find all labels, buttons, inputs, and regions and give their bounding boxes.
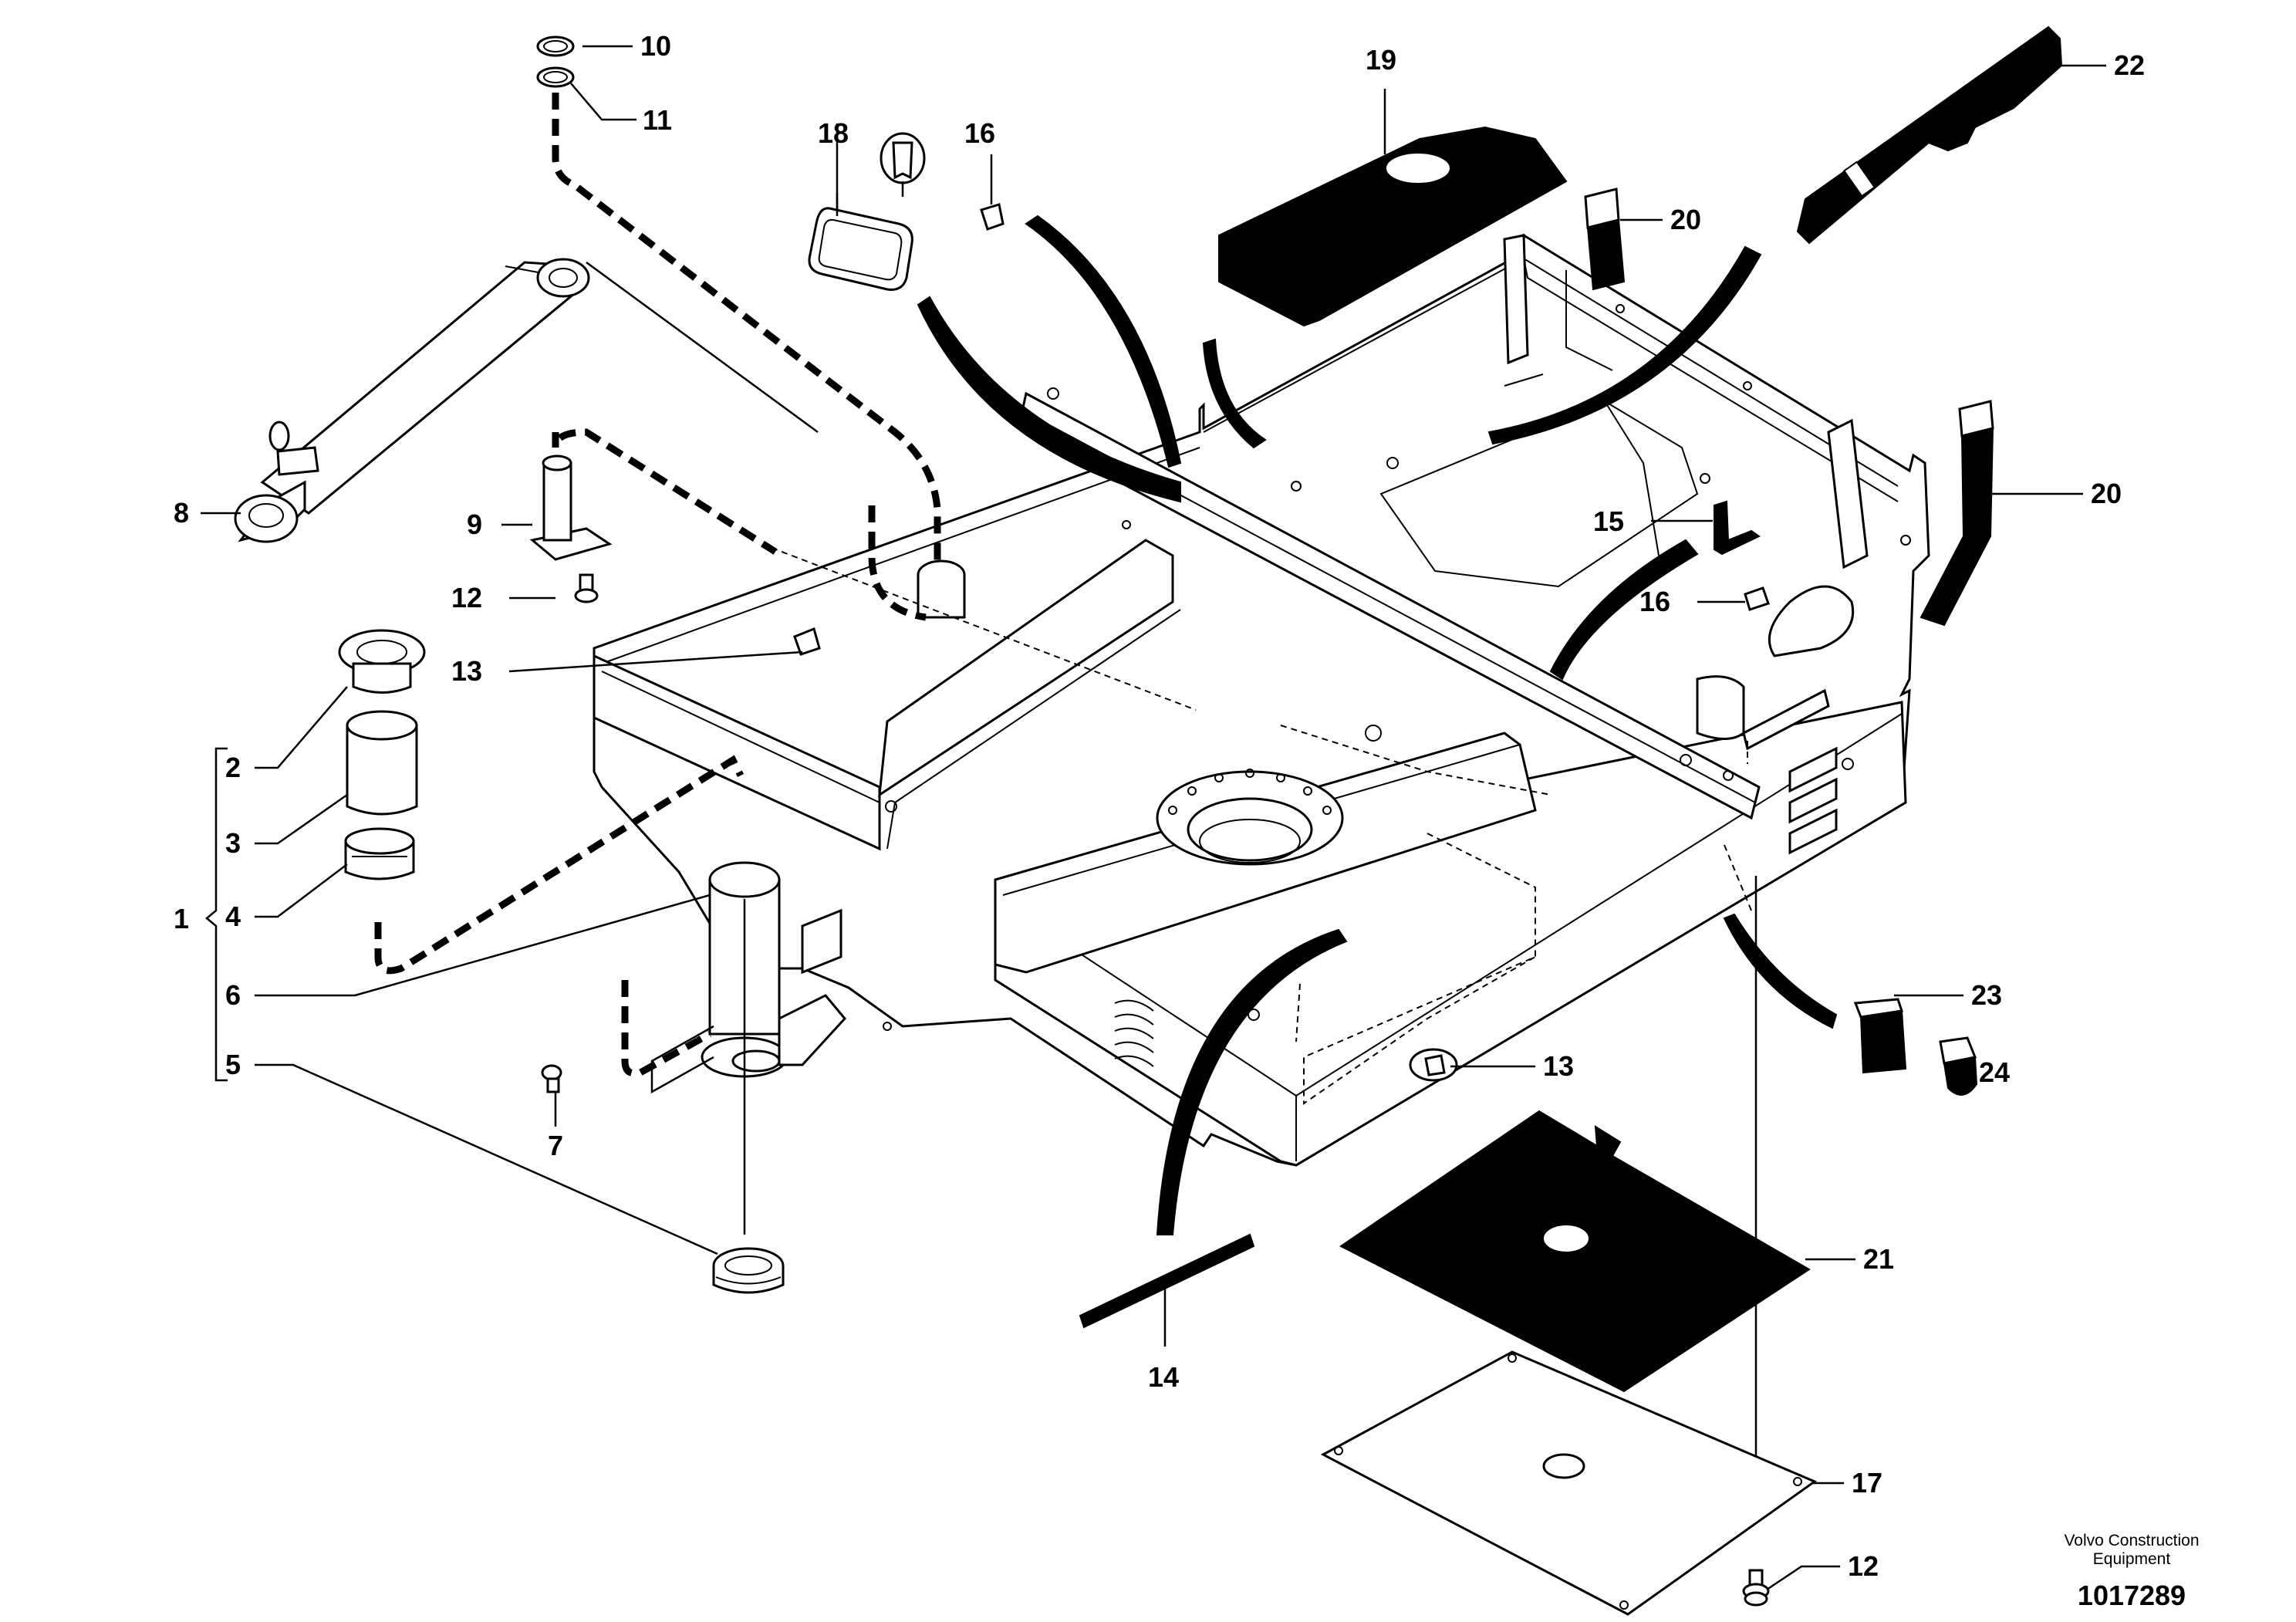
part-20-block-right (1920, 400, 1994, 627)
callout-21: 21 (1863, 1243, 1894, 1275)
vent-grille (1114, 999, 1154, 1067)
part-2-bushing (338, 629, 426, 694)
callout-23: 23 (1971, 979, 2002, 1011)
ring-bolt-holes (1168, 769, 1332, 815)
callout-2: 2 (225, 752, 241, 783)
credit-line-1: Volvo Construction (2064, 1532, 2199, 1549)
callout-22: 22 (2114, 49, 2145, 81)
callout-16-right: 16 (1639, 586, 1670, 617)
callout-11: 11 (643, 104, 672, 136)
callout-leaders (201, 45, 2106, 1591)
part-22-pad (1796, 25, 2063, 245)
callout-6: 6 (225, 979, 241, 1011)
callout-9: 9 (467, 509, 482, 540)
part-16-clip-right (1744, 586, 1770, 611)
part-12-bolt-lower (1742, 1569, 1770, 1607)
part-4-bushing (344, 827, 415, 880)
part-14-strip (1079, 1233, 1255, 1329)
callout-13-left: 13 (451, 655, 482, 687)
callout-labels: 10 11 18 16 19 22 20 20 15 16 8 9 12 13 … (174, 30, 2145, 1582)
callout-18: 18 (818, 117, 849, 149)
callout-10: 10 (640, 30, 671, 62)
part-8-swing-cylinder (234, 258, 590, 543)
credit-line-2: Equipment (2093, 1550, 2171, 1568)
callout-24: 24 (1979, 1056, 2010, 1088)
callout-20-upper: 20 (1670, 204, 1701, 235)
callout-12-upper: 12 (451, 582, 482, 613)
callout-15: 15 (1593, 505, 1624, 537)
part-10-11-orings (536, 35, 575, 88)
part-16-clip-upper (980, 203, 1004, 231)
callout-12-lower: 12 (1848, 1550, 1879, 1582)
credit-block: Volvo Construction Equipment 1017289 (2064, 1532, 2199, 1611)
callout-1: 1 (174, 903, 189, 934)
part-18-gasket (808, 207, 913, 291)
part-18-clip (880, 132, 926, 184)
part-20-block-upper (1584, 188, 1626, 291)
part-23-block (1853, 998, 1907, 1074)
part-9-pin (529, 454, 613, 561)
part-12-bolt-upper (574, 573, 599, 603)
callout-8: 8 (174, 497, 189, 529)
callout-5: 5 (225, 1049, 241, 1080)
figure-number: 1017289 (2078, 1580, 2186, 1611)
part-3-sleeve (346, 710, 418, 816)
part-24-block (1939, 1036, 1978, 1096)
callout-14: 14 (1148, 1361, 1179, 1393)
frame-holes (883, 304, 1911, 1031)
part-7-grease-nipple (541, 1064, 562, 1093)
part-15-angle-bracket (1714, 500, 1761, 556)
callout-17: 17 (1852, 1467, 1882, 1499)
part-13-clip-left (793, 627, 821, 656)
callout-7: 7 (548, 1130, 563, 1161)
leader-dashes (374, 93, 1752, 1105)
part-21-plate (1339, 1110, 1811, 1393)
callout-13-right: 13 (1543, 1050, 1574, 1082)
part-13-clip-right (1409, 1048, 1458, 1082)
callout-20-right: 20 (2091, 478, 2122, 509)
callout-3: 3 (225, 827, 241, 859)
leader-lines (586, 123, 1838, 1489)
callout-19: 19 (1366, 44, 1396, 76)
callout-16-upper: 16 (964, 117, 995, 149)
part-19-pad (1218, 126, 1568, 327)
callout-4: 4 (225, 901, 241, 932)
part-5-seal (712, 1247, 785, 1294)
part-17-plate (1320, 1350, 1818, 1616)
